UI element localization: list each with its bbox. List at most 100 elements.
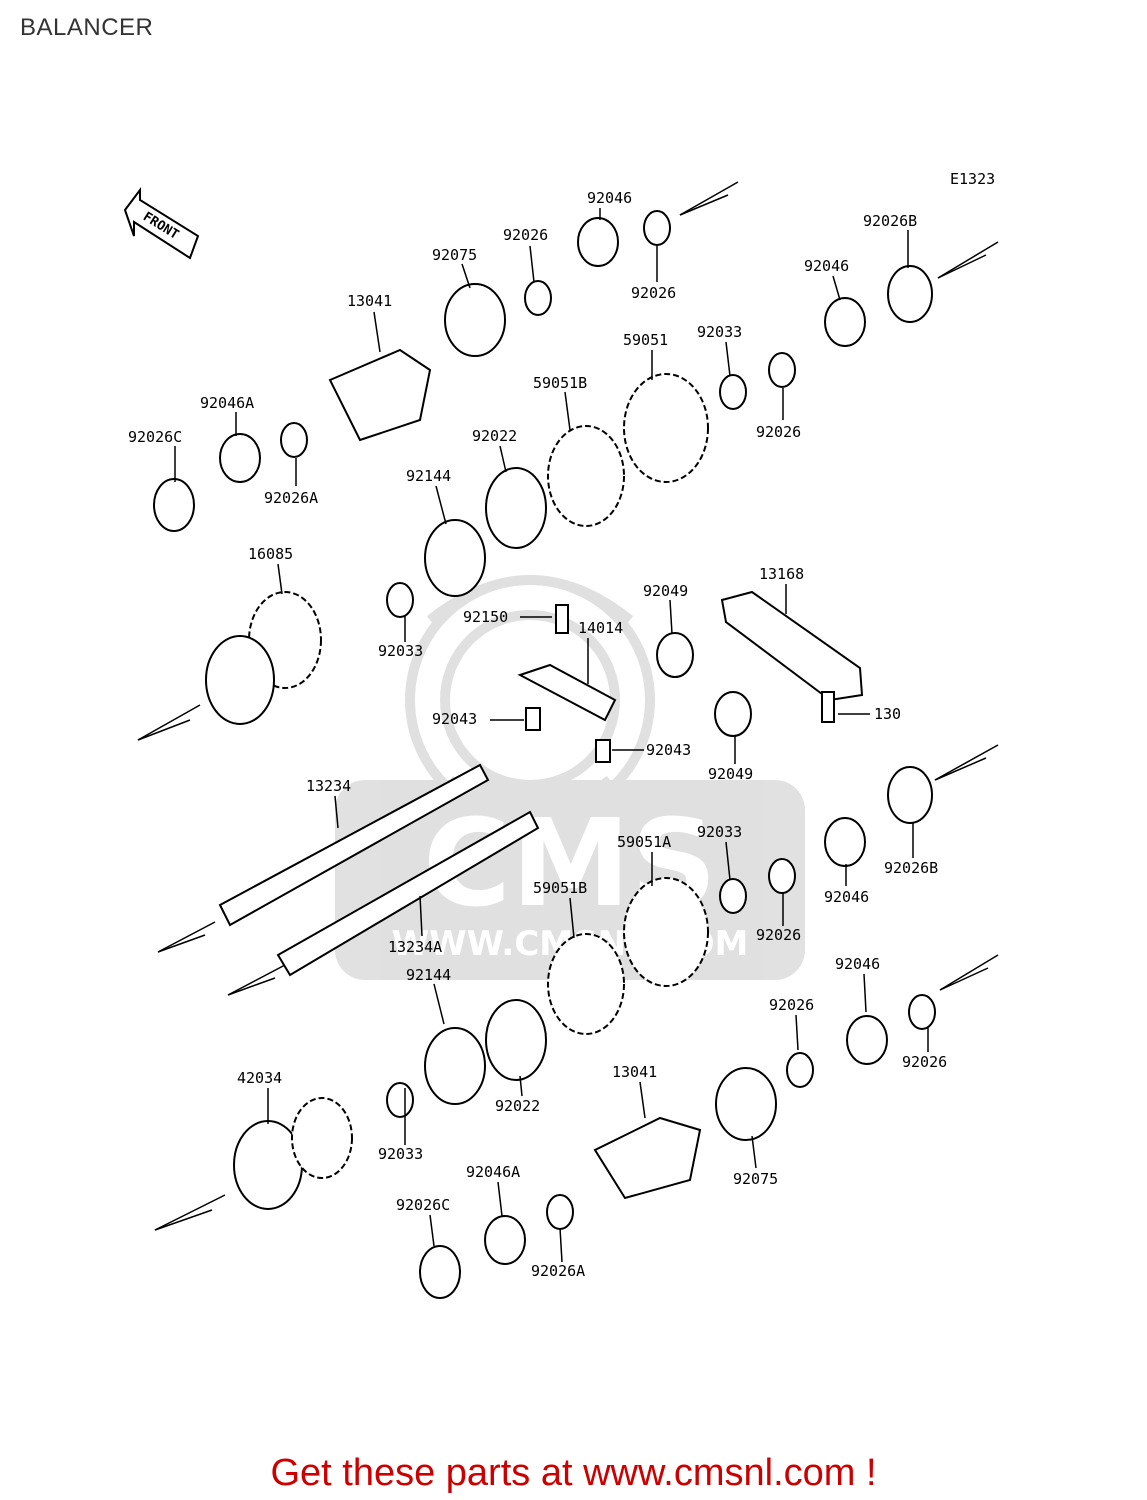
plate-92022-bottom: [485, 999, 547, 1081]
part-label: 92026A: [264, 489, 318, 507]
part-label: 92075: [733, 1170, 778, 1188]
ring-92026-bottom: [786, 1052, 814, 1088]
part-label: 16085: [248, 545, 293, 563]
ring-92033-bottom: [386, 1082, 414, 1118]
ring-92033-mid-right: [719, 878, 747, 914]
part-label: 59051B: [533, 879, 587, 897]
ring-92033-mid: [386, 582, 414, 618]
part-label: 92046: [835, 955, 880, 973]
washer-92026B-top: [887, 265, 933, 323]
diagram-ref-code: E1323: [950, 170, 995, 188]
shaft-13234A: [276, 810, 540, 977]
part-label: 13234: [306, 777, 351, 795]
part-label: 92022: [472, 427, 517, 445]
part-label: 13168: [759, 565, 804, 583]
part-label: 92049: [708, 765, 753, 783]
part-label: 92046A: [466, 1163, 520, 1181]
ring-92026-top-right: [643, 210, 671, 246]
components: [153, 210, 936, 1299]
dowel-92043-right: [595, 739, 611, 763]
part-label: 92046: [587, 189, 632, 207]
part-label: 92026B: [884, 859, 938, 877]
part-label: 92043: [432, 710, 477, 728]
bearing-92046A-top: [219, 433, 261, 483]
bolt-92150: [555, 604, 569, 634]
part-label: 92026C: [128, 428, 182, 446]
bearing-92046-top: [577, 217, 619, 267]
page-title: BALANCER: [20, 14, 154, 41]
part-labels: 92046 92026 92075 92026 92026B 13041 920…: [128, 189, 947, 1280]
part-label: 92033: [697, 823, 742, 841]
ring-92026A-bottom: [546, 1194, 574, 1230]
part-label: 130: [874, 705, 901, 723]
part-label: 42034: [237, 1069, 282, 1087]
ring-92026A-top: [280, 422, 308, 458]
bracket-14014: [517, 663, 617, 722]
gear-59051A: [623, 877, 709, 987]
part-label: 92144: [406, 467, 451, 485]
plate-92022-top: [485, 467, 547, 549]
ring-92026-mid-bottom: [768, 858, 796, 894]
housing-13041-top: [328, 348, 432, 442]
seal-92049-top: [656, 632, 694, 678]
part-label: 92026B: [863, 212, 917, 230]
leader-lines: [174, 208, 929, 1263]
bearing-92046-right-mid: [824, 817, 866, 867]
part-label: 92046A: [200, 394, 254, 412]
part-label: 92026: [756, 423, 801, 441]
part-label: 13234A: [388, 938, 442, 956]
axis-lines: [137, 181, 999, 1231]
ring-92026-mid-top: [768, 352, 796, 388]
part-label: 92026: [902, 1053, 947, 1071]
part-label: 92033: [378, 642, 423, 660]
drum-42034: [233, 1120, 303, 1210]
drum-16085: [205, 635, 275, 725]
part-label: 92026: [769, 996, 814, 1014]
part-label: 13041: [612, 1063, 657, 1081]
bearing-92046A-bottom: [484, 1215, 526, 1265]
gear-59051-top: [623, 373, 709, 483]
part-label: 59051: [623, 331, 668, 349]
ring-92026-top: [524, 280, 552, 316]
part-label: 92049: [643, 582, 688, 600]
washer-92144-top: [424, 519, 486, 597]
bearing-92046-right-top: [824, 297, 866, 347]
part-label: 92026A: [531, 1262, 585, 1280]
seal-92049-bottom: [714, 691, 752, 737]
part-label: 92033: [378, 1145, 423, 1163]
part-label: 59051B: [533, 374, 587, 392]
part-label: 13041: [347, 292, 392, 310]
part-label: 59051A: [617, 833, 671, 851]
link-13168: [720, 590, 864, 702]
part-label: 92150: [463, 608, 508, 626]
part-label: 14014: [578, 619, 623, 637]
part-label: 92026C: [396, 1196, 450, 1214]
ring-92026-bottom-right: [908, 994, 936, 1030]
part-label: 92026: [503, 226, 548, 244]
bolt-130: [821, 691, 835, 723]
part-label: 92144: [406, 966, 451, 984]
part-label: 92026: [631, 284, 676, 302]
parts-diagram: CMS WWW.CMSNL.COM FRONT E1323: [123, 170, 999, 1299]
ring-92033-top: [719, 374, 747, 410]
washer-92026C-bottom: [419, 1245, 461, 1299]
gear-59051B-bottom: [547, 933, 625, 1035]
part-label: 92033: [697, 323, 742, 341]
shaft-13234: [218, 763, 490, 927]
gear-42034: [291, 1097, 353, 1179]
part-label: 92022: [495, 1097, 540, 1115]
washer-92144-bottom: [424, 1027, 486, 1105]
front-arrow-icon: FRONT: [123, 187, 200, 260]
housing-13041-bottom: [593, 1116, 702, 1200]
part-label: 92046: [824, 888, 869, 906]
damper-92075-top: [444, 283, 506, 357]
dowel-92043-left: [525, 707, 541, 731]
get-parts-link[interactable]: Get these parts at www.cmsnl.com !: [270, 1452, 877, 1494]
gear-59051B-top: [547, 425, 625, 527]
damper-92075-bottom: [715, 1067, 777, 1141]
part-label: 92075: [432, 246, 477, 264]
part-label: 92043: [646, 741, 691, 759]
part-label: 92046: [804, 257, 849, 275]
part-label: 92026: [756, 926, 801, 944]
washer-92026C-top: [153, 478, 195, 532]
